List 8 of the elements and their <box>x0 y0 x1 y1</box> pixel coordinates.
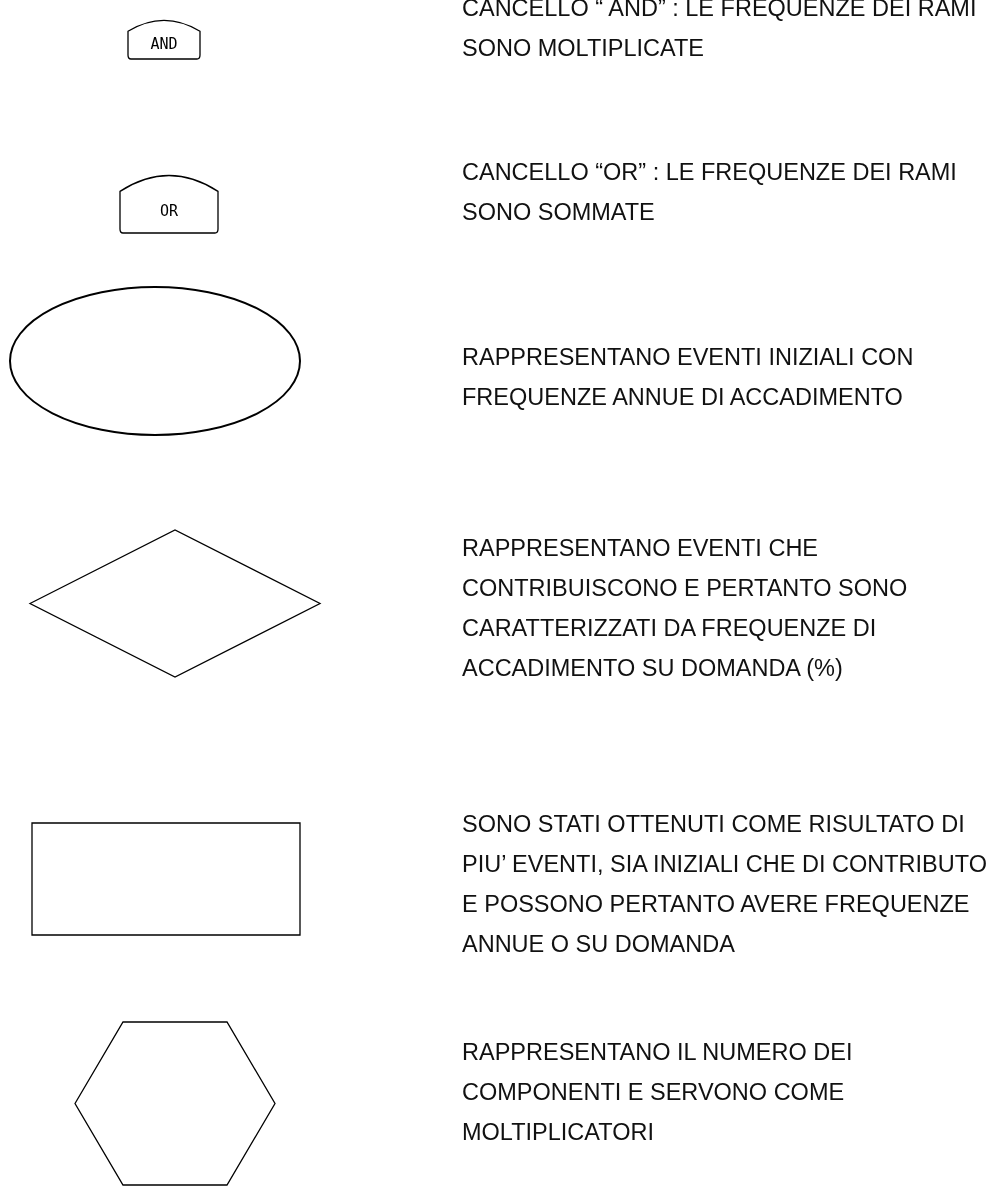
description-text: CANCELLO “ AND” : LE FREQUENZE DEI RAMI SONO MOLTIPLICATE <box>462 0 978 63</box>
description-text: RAPPRESENTANO EVENTI INIZIALI CON FREQUENZE ANNUE DI ACCADIMENTO <box>462 343 915 412</box>
description-text: SONO STATI OTTENUTI COME RISULTATO DI PIU’ EVENTI, SIA INIZIALI CHE DI CONTRIBUTO E POSSONO PERTANTO AVERE FREQUENZE ANNUE O SU DOMANDA <box>462 810 988 959</box>
description-text: RAPPRESENTANO EVENTI CHE CONTRIBUISCONO E PERTANTO SONO CARATTERIZZATI DA FREQUENZE DI ACCADIMENTO SU DOMANDA (%) <box>462 534 909 683</box>
description-text: CANCELLO “OR” : LE FREQUENZE DEI RAMI SONO SOMMATE <box>462 158 958 227</box>
gate-label: OR <box>158 201 180 220</box>
gate-label: AND <box>149 35 179 54</box>
description-text: RAPPRESENTANO IL NUMERO DEI COMPONENTI E SERVONO COME MOLTIPLICATORI <box>462 1038 854 1147</box>
